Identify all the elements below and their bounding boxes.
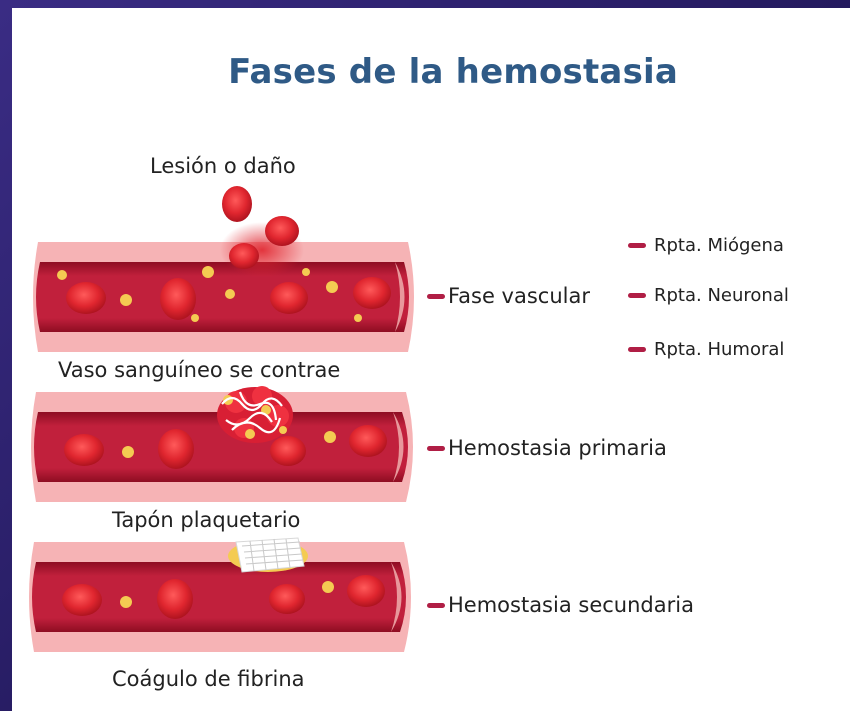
response-text: Rpta. Neuronal [654, 285, 789, 306]
vessel-contracted [33, 186, 414, 352]
platelet-icon [354, 314, 362, 322]
dash-marker [628, 243, 646, 248]
red-blood-cell-icon [62, 584, 102, 616]
vessel-platelet-plug [31, 386, 413, 502]
platelet-icon [122, 446, 134, 458]
platelet-icon [57, 270, 67, 280]
vessel-fibrin-clot [29, 537, 411, 652]
fibrin-mesh-icon [228, 537, 308, 573]
red-blood-cell-icon [270, 436, 306, 466]
platelet-icon [322, 581, 334, 593]
red-blood-cell-icon [265, 216, 299, 246]
vessel-lumen [36, 262, 409, 332]
injury-label: Lesión o daño [150, 154, 296, 178]
red-blood-cell-icon [222, 186, 252, 222]
dash-marker [427, 602, 445, 608]
platelet-icon [302, 268, 310, 276]
red-blood-cell-icon [270, 282, 308, 314]
stage-caption-primary: Tapón plaquetario [112, 508, 301, 532]
dash-marker [628, 293, 646, 298]
platelet-icon [120, 596, 132, 608]
red-blood-cell-icon [66, 282, 106, 314]
red-blood-cell-icon [160, 278, 196, 320]
stage-caption-secondary: Coágulo de fibrina [112, 667, 305, 691]
response-myogenic: Rpta. Miógena [628, 235, 784, 256]
phase-text: Hemostasia secundaria [448, 593, 694, 617]
red-blood-cell-icon [269, 584, 305, 614]
red-blood-cell-icon [347, 575, 385, 607]
phase-text: Hemostasia primaria [448, 436, 667, 460]
dash-marker [628, 347, 646, 352]
stage-caption-vascular: Vaso sanguíneo se contrae [58, 358, 341, 382]
dash-marker [427, 445, 445, 451]
red-blood-cell-icon [158, 429, 194, 469]
response-humoral: Rpta. Humoral [628, 339, 784, 360]
phase-text: Fase vascular [448, 284, 590, 308]
platelet-icon [326, 281, 338, 293]
platelet-plug-icon [217, 386, 293, 443]
red-blood-cell-icon [353, 277, 391, 309]
red-blood-cell-icon [64, 434, 104, 466]
response-neuronal: Rpta. Neuronal [628, 285, 789, 306]
platelet-icon [202, 266, 214, 278]
phase-label-primary: Hemostasia primaria [427, 436, 667, 460]
vessel-lumen [32, 562, 406, 632]
response-text: Rpta. Miógena [654, 235, 784, 256]
phase-label-secondary: Hemostasia secundaria [427, 593, 694, 617]
red-blood-cell-icon [349, 425, 387, 457]
platelet-icon [225, 289, 235, 299]
red-blood-cell-icon [229, 243, 259, 269]
platelet-icon [191, 314, 199, 322]
platelet-icon [120, 294, 132, 306]
red-blood-cell-icon [157, 579, 193, 619]
platelet-icon [324, 431, 336, 443]
vessel-lumen [34, 412, 408, 482]
diagram-title: Fases de la hemostasia [228, 52, 678, 92]
phase-label-vascular: Fase vascular [427, 284, 590, 308]
dash-marker [427, 293, 445, 299]
response-text: Rpta. Humoral [654, 339, 785, 360]
